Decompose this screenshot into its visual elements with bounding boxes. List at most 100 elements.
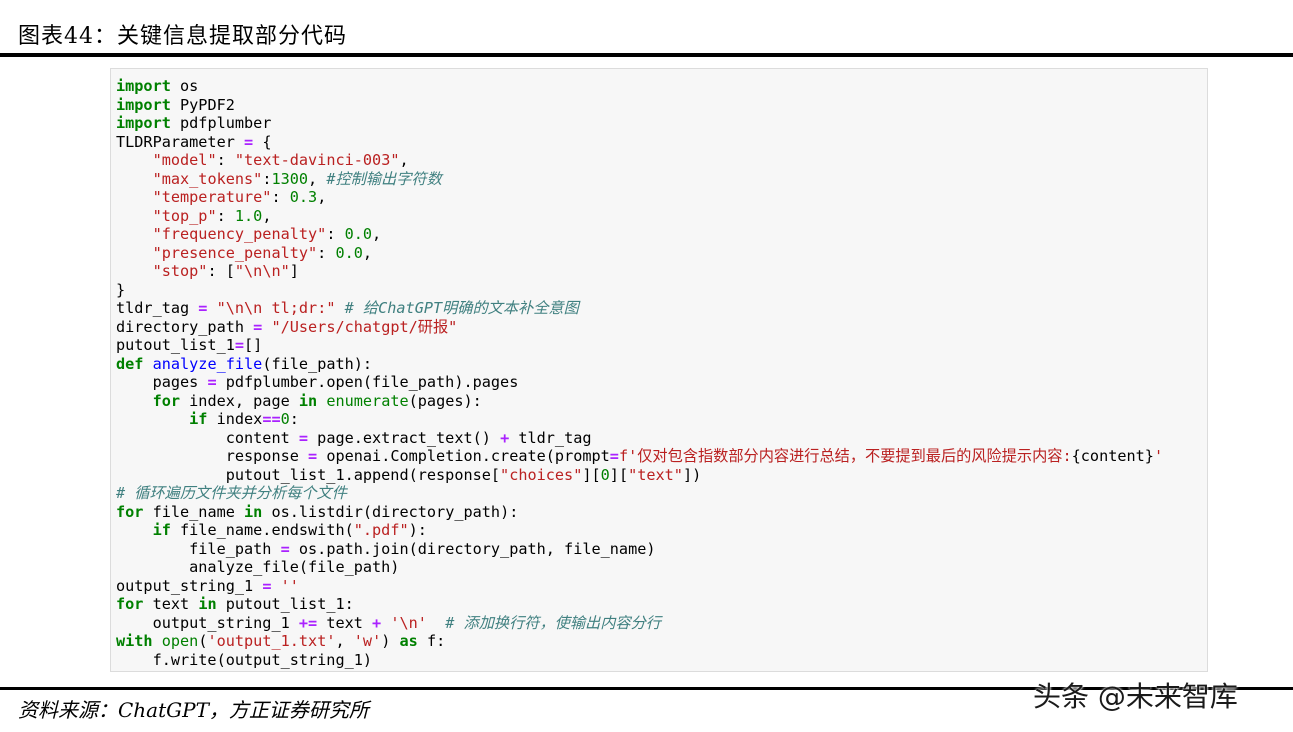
code-line: output_string_1 = '' xyxy=(116,577,1163,596)
code-line: "presence_penalty": 0.0, xyxy=(116,244,1163,263)
code-token xyxy=(116,244,153,262)
code-token: for xyxy=(116,502,144,521)
code-token: #控制输出字符数 xyxy=(326,169,442,188)
code-token: "max_tokens" xyxy=(152,169,263,188)
code-token: as xyxy=(399,632,418,650)
code-line: with open('output_1.txt', 'w') as f: xyxy=(116,632,1163,651)
code-token xyxy=(116,262,153,280)
code-token xyxy=(116,410,189,428)
code-token: : xyxy=(317,243,336,262)
code-token: = xyxy=(244,132,254,151)
code-token: directory_path xyxy=(116,317,254,336)
code-token: "temperature" xyxy=(152,188,272,206)
code-line: output_string_1 += text + '\n' # 添加换行符，使… xyxy=(116,614,1163,633)
code-token: f.write(output_string_1) xyxy=(116,650,373,669)
code-token: pdfplumber xyxy=(170,114,272,132)
code-token: analyze_file xyxy=(152,354,263,373)
code-token: in xyxy=(298,391,318,410)
code-token: = xyxy=(308,447,318,465)
code-token: pdfplumber.open(file_path).pages xyxy=(216,373,519,391)
code-token: ][ xyxy=(609,465,629,484)
code-token: content xyxy=(116,428,299,447)
code-token: os.listdir(directory_path): xyxy=(262,502,519,521)
code-token: page.extract_text() xyxy=(308,428,501,447)
code-token: : [ xyxy=(207,262,235,280)
code-line: for text in putout_list_1: xyxy=(116,595,1163,614)
code-token: 0 xyxy=(600,465,610,484)
code-token: = xyxy=(207,373,217,391)
code-token: "text-davinci-003" xyxy=(234,151,400,169)
code-token: enumerate xyxy=(326,391,409,410)
code-token: , xyxy=(362,243,373,262)
code-token: : xyxy=(216,151,235,169)
code-line: "temperature": 0.3, xyxy=(116,188,1163,207)
code-token: += xyxy=(298,613,318,632)
code-line: if index==0: xyxy=(116,410,1163,429)
code-token xyxy=(116,188,153,206)
code-line: analyze_file(file_path) xyxy=(116,558,1163,577)
code-token: = xyxy=(262,576,272,595)
code-token: # 给ChatGPT明确的文本补全意图 xyxy=(344,299,579,317)
code-token: "/Users/chatgpt/研报" xyxy=(271,317,458,336)
code-token: with xyxy=(116,632,153,650)
code-token: = xyxy=(198,299,208,317)
code-token: : xyxy=(262,169,272,188)
code-token: = xyxy=(234,336,245,354)
code-line: content = page.extract_text() + tldr_tag xyxy=(116,429,1163,448)
code-token xyxy=(153,632,162,650)
source-note: 资料来源：ChatGPT，方正证券研究所 xyxy=(18,698,369,722)
code-token: "presence_penalty" xyxy=(152,243,318,262)
code-line: f.write(output_string_1) xyxy=(116,651,1163,670)
code-token: def xyxy=(116,354,144,373)
code-token: ( xyxy=(198,632,208,650)
code-token: 1300 xyxy=(271,169,309,188)
code-line: if file_name.endswith(".pdf"): xyxy=(116,521,1163,540)
code-token: = xyxy=(609,447,619,465)
code-token xyxy=(143,355,152,373)
code-token: ] xyxy=(289,262,299,280)
code-token: in xyxy=(198,595,217,613)
code-token: , xyxy=(399,151,409,169)
code-token: + xyxy=(372,613,382,632)
code-token: file_path xyxy=(116,539,281,558)
code-token: ]) xyxy=(682,465,702,484)
code-token: f'仅对包含指数部分内容进行总结，不要提到最后的风险提示内容: xyxy=(618,447,1072,465)
code-token: == xyxy=(262,410,281,428)
code-token: output_string_1 xyxy=(116,576,263,595)
code-token: file_name xyxy=(143,502,245,521)
code-token: } xyxy=(116,280,126,299)
code-line: response = openai.Completion.create(prom… xyxy=(116,447,1163,466)
code-line: putout_list_1.append(response["choices"]… xyxy=(116,466,1163,485)
code-token: "\n\n" xyxy=(234,262,290,280)
code-line: "model": "text-davinci-003", xyxy=(116,151,1163,170)
code-token: : xyxy=(289,410,299,428)
code-token xyxy=(207,299,216,317)
code-token: tldr_tag xyxy=(116,299,199,317)
code-token xyxy=(116,151,153,169)
code-token xyxy=(116,170,153,188)
code-token: { xyxy=(253,132,272,151)
code-token: 1.0 xyxy=(234,206,263,225)
code-line: import os xyxy=(116,77,1163,96)
code-token: open xyxy=(161,632,199,650)
code-token: if xyxy=(152,521,171,539)
code-token: # 循环遍历文件夹并分析每个文件 xyxy=(116,484,347,502)
code-token: openai.Completion.create(prompt xyxy=(317,447,610,465)
code-token: # 添加换行符，使输出内容分行 xyxy=(445,613,661,632)
code-token: output_string_1 xyxy=(116,613,299,632)
code-token: 0.0 xyxy=(335,243,363,262)
code-token: (file_path): xyxy=(262,354,373,373)
top-rule xyxy=(0,53,1293,57)
code-token: [] xyxy=(244,336,263,354)
code-token: import xyxy=(116,77,171,95)
code-token: text xyxy=(143,595,199,613)
code-token: putout_list_1 xyxy=(116,336,235,354)
code-token: (pages): xyxy=(408,391,482,410)
code-token: putout_list_1.append(response[ xyxy=(116,465,501,484)
code-token: ): xyxy=(408,521,427,539)
code-token: + xyxy=(500,428,510,447)
code-line: import PyPDF2 xyxy=(116,96,1163,115)
code-token: : xyxy=(271,188,290,206)
code-token: , xyxy=(317,188,327,206)
code-token: 'output_1.txt' xyxy=(207,632,336,650)
